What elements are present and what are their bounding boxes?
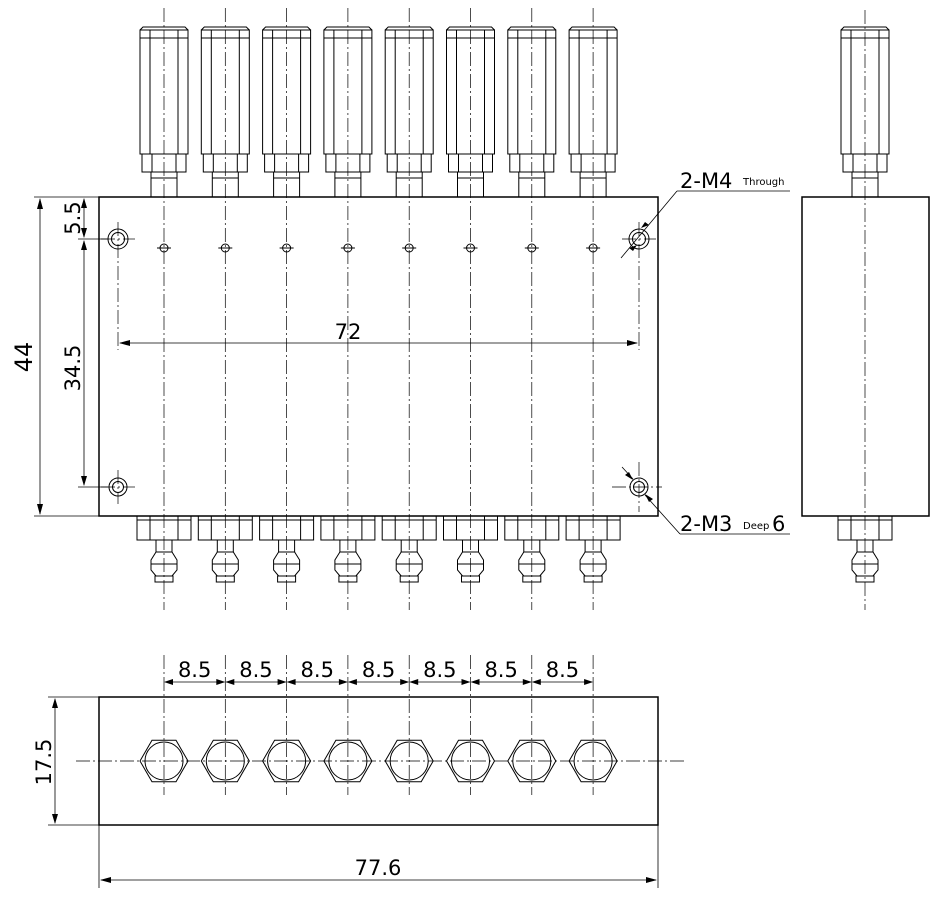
pitch-dimension: 8.5 <box>531 658 594 685</box>
bottom-fitting <box>259 515 315 583</box>
dimension-side-height: 17.5 <box>32 696 99 826</box>
bottom-port-hexes <box>139 655 618 795</box>
pitch-dimension-text: 8.5 <box>362 658 395 682</box>
dimension-overall-height-text: 44 <box>10 342 38 373</box>
dimension-overall-length: 77.6 <box>98 825 659 888</box>
dimension-top-offset: 5.5 <box>61 198 108 240</box>
bottom-port-hex <box>507 655 557 795</box>
pitch-dimension: 8.5 <box>286 658 348 685</box>
pitch-dimension-text: 8.5 <box>484 658 517 682</box>
side-view <box>801 10 930 610</box>
mounting-hole-bottom-right <box>612 462 662 512</box>
bottom-port-hex <box>139 655 189 795</box>
face-port-hole <box>402 243 417 253</box>
dimension-hole-spacing-vertical: 34.5 <box>61 240 108 488</box>
face-port-hole <box>586 243 601 253</box>
pitch-dimension-text: 8.5 <box>301 658 334 682</box>
dimension-hole-spacing-vertical-text: 34.5 <box>61 345 85 392</box>
callout-through-holes-label: 2-M4 <box>680 169 732 193</box>
bottom-fittings <box>136 515 621 583</box>
dimension-hole-spacing-horizontal-text: 72 <box>335 320 362 344</box>
pitch-dimension-text: 8.5 <box>239 658 272 682</box>
callout-tapped-holes-label: 2-M3 <box>680 512 732 536</box>
callout-through-holes-note: Through <box>742 177 784 188</box>
pitch-dimension-text: 8.5 <box>178 658 211 682</box>
dimension-top-offset-text: 5.5 <box>61 201 85 234</box>
callout-tapped-holes-note: Deep <box>743 521 769 532</box>
pitch-dimension-text: 8.5 <box>423 658 456 682</box>
bottom-port-hex <box>568 655 618 795</box>
manifold-block <box>98 196 659 517</box>
dimension-hole-spacing-horizontal: 72 <box>119 320 638 346</box>
dimension-port-pitch: 8.5 8.5 8.5 8.5 8.5 8.5 8.5 <box>164 658 594 685</box>
pitch-dimension: 8.5 <box>470 658 532 685</box>
face-port-hole <box>524 243 539 253</box>
dimension-overall-height: 44 <box>10 196 99 517</box>
dimension-overall-length-text: 77.6 <box>355 856 402 880</box>
bottom-port-hex <box>384 655 434 795</box>
front-view: 44 5.5 34.5 72 <box>10 8 790 610</box>
port-centerlines <box>163 8 594 610</box>
callout-tapped-holes: 2-M3 Deep 6 <box>621 466 790 536</box>
callout-through-holes: 2-M4 Through <box>620 169 790 259</box>
bottom-view: 8.5 8.5 8.5 8.5 8.5 8.5 8.5 17.5 77.6 <box>32 655 686 888</box>
pitch-dimension-text: 8.5 <box>546 658 579 682</box>
dimension-side-height-text: 17.5 <box>32 739 56 786</box>
face-port-hole <box>463 243 478 253</box>
face-port-hole <box>157 243 171 253</box>
bottom-port-hex <box>445 655 496 795</box>
face-port-hole <box>218 243 233 253</box>
side-view-block <box>801 196 930 517</box>
bottom-port-hex <box>323 655 373 795</box>
face-port-hole <box>340 243 355 253</box>
callout-tapped-holes-depth: 6 <box>772 512 785 536</box>
top-connectors <box>139 26 618 198</box>
mounting-hole-top-right <box>622 222 656 350</box>
bottom-port-hex <box>262 655 312 795</box>
pitch-dimension: 8.5 <box>347 658 410 685</box>
bottom-port-hex <box>200 655 250 795</box>
pitch-dimension: 8.5 <box>409 658 471 685</box>
pitch-dimension: 8.5 <box>225 658 287 685</box>
face-port-hole <box>279 243 294 253</box>
pitch-dimension: 8.5 <box>164 658 226 685</box>
face-port-holes <box>157 243 601 253</box>
